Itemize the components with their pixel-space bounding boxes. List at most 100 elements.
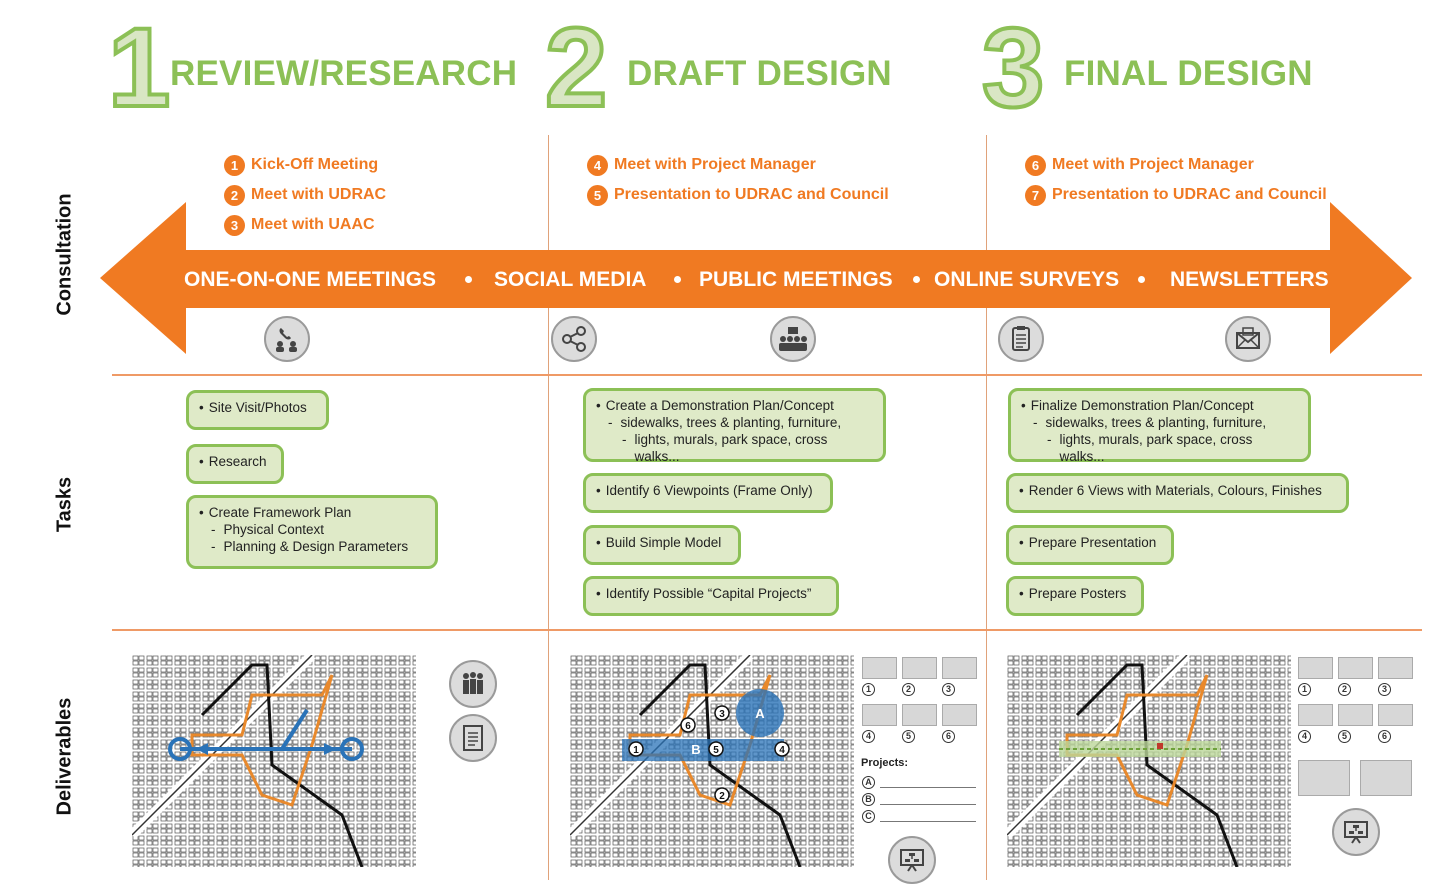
task-subtext: Physical Context	[199, 521, 425, 538]
viewpoint-number: 2	[902, 683, 915, 696]
channel-social-media: SOCIAL MEDIA	[494, 268, 647, 291]
channel-public-meetings: PUBLIC MEETINGS	[699, 268, 893, 291]
task-prepare-presentation: Prepare Presentation	[1006, 525, 1174, 565]
step-number-badge: 6	[1025, 154, 1046, 176]
view-number: 4	[1298, 730, 1311, 743]
step-number-badge: 2	[224, 184, 245, 206]
map-label-a: A	[755, 706, 765, 721]
rendered-view	[1298, 704, 1333, 726]
map-label-b: B	[691, 742, 700, 757]
section-label-tasks: Tasks	[53, 476, 76, 533]
row-divider-2	[112, 629, 1422, 631]
task-finalize-plan: Finalize Demonstration Plan/Concept side…	[1008, 388, 1311, 465]
consultation-item-label: Meet with UAAC	[251, 216, 375, 233]
section-label-deliverables: Deliverables	[53, 697, 76, 816]
channel-online-surveys: ONLINE SURVEYS	[934, 268, 1120, 291]
rendered-view	[1378, 704, 1413, 726]
phase-1-title: REVIEW/RESEARCH	[170, 54, 518, 93]
map-label-4: 4	[779, 745, 785, 756]
map-label-6: 6	[685, 721, 691, 732]
viewpoint-frame	[902, 704, 937, 726]
view-number: 6	[1378, 730, 1391, 743]
consultation-item: 5 Presentation to UDRAC and Council	[587, 180, 889, 210]
presentation-board-icon	[1332, 808, 1380, 856]
consultation-item-label: Meet with UDRAC	[251, 186, 387, 203]
task-research: Research	[186, 444, 284, 484]
channel-separator-dot	[674, 276, 681, 283]
projects-label: Projects:	[861, 757, 909, 769]
public-meeting-people-icon	[449, 660, 497, 708]
view-number: 1	[1298, 683, 1311, 696]
channel-separator-dot	[913, 276, 920, 283]
arrow-shape	[100, 202, 1412, 354]
section-label-consultation: Consultation	[53, 193, 76, 316]
consultation-item: 2 Meet with UDRAC	[224, 180, 386, 210]
final-plan-map	[1007, 655, 1291, 867]
map-label-3: 3	[719, 709, 725, 720]
task-demonstration-plan: Create a Demonstration Plan/Concept side…	[583, 388, 886, 465]
viewpoint-number: 1	[862, 683, 875, 696]
consultation-item-label: Meet with Project Manager	[614, 156, 816, 173]
task-build-model: Build Simple Model	[583, 525, 741, 565]
task-subtext: sidewalks, trees & planting, furniture,	[596, 414, 873, 431]
step-number-badge: 1	[224, 154, 245, 176]
consultation-item: 6 Meet with Project Manager	[1025, 150, 1327, 180]
task-capital-projects: Identify Possible “Capital Projects”	[583, 576, 839, 616]
viewpoint-number: 4	[862, 730, 875, 743]
task-text: Create a Demonstration Plan/Concept	[596, 397, 873, 414]
task-render-views: Render 6 Views with Materials, Colours, …	[1006, 473, 1349, 513]
task-subtext: lights, murals, park space, cross walks.…	[596, 431, 873, 465]
share-icon	[551, 316, 597, 362]
consultation-list-phase2: 4 Meet with Project Manager 5 Presentation…	[587, 150, 889, 210]
viewpoint-frame	[942, 657, 977, 679]
task-subtext: lights, murals, park space, cross walks.…	[1021, 431, 1298, 465]
demonstration-plan-map: A B 1 5 4 2 3 6	[570, 655, 854, 867]
viewpoint-frame	[862, 657, 897, 679]
project-letter: A	[862, 776, 875, 789]
map-label-2: 2	[719, 791, 725, 802]
phase-2-title: DRAFT DESIGN	[627, 54, 892, 93]
row-divider-1	[112, 374, 1422, 376]
channel-separator-dot	[465, 276, 472, 283]
step-number-badge: 4	[587, 154, 608, 176]
channel-one-on-one: ONE-ON-ONE MEETINGS	[184, 268, 437, 291]
phase-2-number: 2	[543, 5, 609, 130]
task-text: Research	[199, 453, 271, 470]
channel-newsletters: NEWSLETTERS	[1170, 268, 1329, 291]
document-report-icon	[449, 714, 497, 762]
rendered-view	[1378, 657, 1413, 679]
view-number: 5	[1338, 730, 1351, 743]
phone-meeting-icon	[264, 316, 310, 362]
view-number: 3	[1378, 683, 1391, 696]
step-number-badge: 7	[1025, 184, 1046, 206]
survey-clipboard-icon	[998, 316, 1044, 362]
project-line	[880, 804, 976, 805]
task-text: Identify Possible “Capital Projects”	[596, 585, 826, 602]
task-text: Finalize Demonstration Plan/Concept	[1021, 397, 1298, 414]
step-number-badge: 5	[587, 184, 608, 206]
task-subtext: sidewalks, trees & planting, furniture,	[1021, 414, 1298, 431]
viewpoint-frame	[902, 657, 937, 679]
task-identify-viewpoints: Identify 6 Viewpoints (Frame Only)	[583, 473, 833, 513]
phase-3-title: FINAL DESIGN	[1064, 54, 1313, 93]
task-prepare-posters: Prepare Posters	[1006, 576, 1144, 616]
task-text: Create Framework Plan	[199, 504, 425, 521]
viewpoint-frame	[942, 704, 977, 726]
column-divider-2	[986, 135, 987, 880]
project-letter: B	[862, 793, 875, 806]
task-text: Prepare Presentation	[1019, 534, 1161, 551]
rendered-view	[1338, 657, 1373, 679]
view-number: 2	[1338, 683, 1351, 696]
engagement-double-arrow	[100, 202, 1412, 354]
consultation-item-label: Presentation to UDRAC and Council	[614, 186, 889, 203]
presentation-board-icon	[888, 836, 936, 884]
task-text: Prepare Posters	[1019, 585, 1131, 602]
consultation-item-label: Meet with Project Manager	[1052, 156, 1254, 173]
viewpoint-number: 3	[942, 683, 955, 696]
viewpoint-number: 5	[902, 730, 915, 743]
